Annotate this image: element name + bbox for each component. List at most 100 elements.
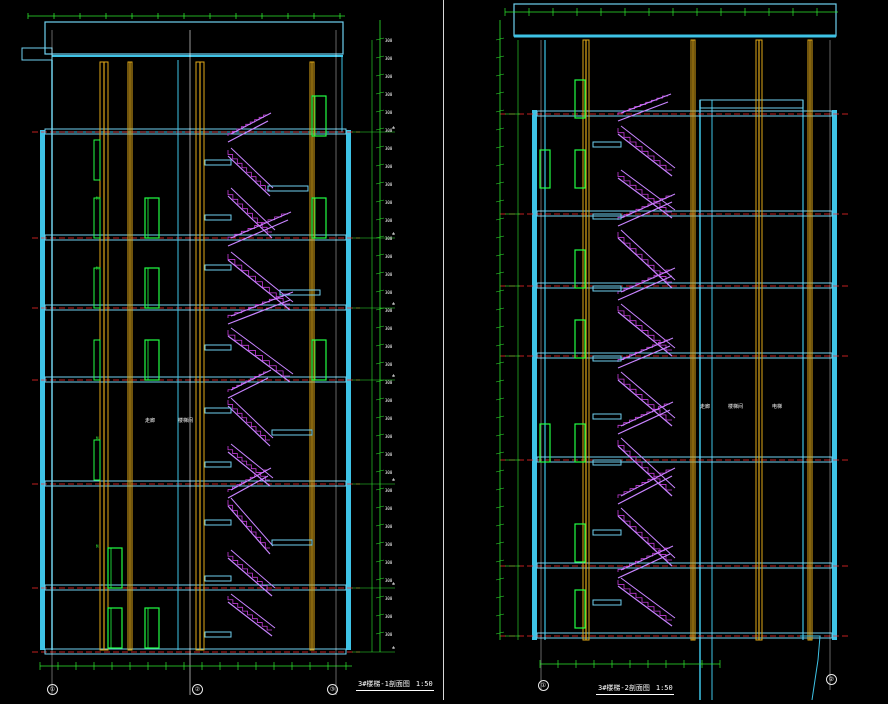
right-stair-flight xyxy=(617,93,672,122)
left-stair-landing xyxy=(204,631,232,638)
stair-steps xyxy=(227,190,272,233)
right-stair-landing xyxy=(592,599,622,606)
stair-steps xyxy=(227,114,268,136)
stair-steps xyxy=(227,150,270,191)
left-dim-tick xyxy=(375,307,385,311)
stair-steps xyxy=(617,580,672,621)
stair-stringer xyxy=(227,505,271,555)
left-dim-text: 300 xyxy=(385,488,393,493)
stair-handrail xyxy=(620,467,676,497)
left-dim-text: 300 xyxy=(385,254,393,259)
left-dim-tick xyxy=(375,397,385,401)
right-axis-bubble-1: ① xyxy=(538,680,549,691)
stair-stringer xyxy=(617,177,673,219)
left-section-scale: 1:50 xyxy=(415,680,433,688)
left-dim-tick xyxy=(375,361,385,365)
stair-steps xyxy=(227,371,268,392)
stair-handrail xyxy=(620,545,674,571)
stair-stringer xyxy=(227,377,269,399)
left-dim-tick xyxy=(375,289,385,293)
stair-stringer xyxy=(227,155,271,197)
left-dim-text: 300 xyxy=(385,236,393,241)
right-outer-wall-1 xyxy=(532,110,537,640)
left-door xyxy=(144,267,160,309)
right-dim-tick xyxy=(495,379,505,383)
right-dim-tick xyxy=(495,271,505,275)
stair-steps xyxy=(617,403,670,428)
stair-handrail xyxy=(230,497,274,547)
stair-handrail xyxy=(230,327,294,375)
stair-steps xyxy=(617,195,672,220)
right-floor-slab xyxy=(536,632,833,639)
left-dim-text: 300 xyxy=(385,578,393,583)
right-dim-tick xyxy=(495,577,505,581)
stair-handrail xyxy=(620,577,676,619)
right-stair-flight xyxy=(617,371,676,427)
right-dim-tick xyxy=(495,217,505,221)
left-dim-text: 300 xyxy=(385,506,393,511)
right-stair-landing xyxy=(592,459,622,466)
left-stair-flight xyxy=(227,112,272,143)
left-dim-text: 300 xyxy=(385,380,393,385)
left-dim-text: 300 xyxy=(385,326,393,331)
stair-steps xyxy=(227,213,288,240)
stair-handrail xyxy=(230,291,294,317)
left-dim-text: 300 xyxy=(385,632,393,637)
left-small-tag: M xyxy=(96,266,99,271)
left-door xyxy=(311,95,327,137)
left-dim-text: 300 xyxy=(385,38,393,43)
stair-handrail xyxy=(230,211,292,239)
left-axis-bubble-3: ③ xyxy=(327,684,338,695)
stair-stringer xyxy=(227,195,273,239)
right-stair-landing xyxy=(592,529,622,536)
right-dim-tick xyxy=(495,235,505,239)
right-stair-flight xyxy=(617,193,676,227)
left-dim-text: 300 xyxy=(385,164,393,169)
left-dim-text: 300 xyxy=(385,110,393,115)
stair-stringer xyxy=(227,475,269,499)
left-outer-wall-2 xyxy=(346,130,351,650)
left-dim-tick xyxy=(375,595,385,599)
left-dim-tick xyxy=(375,145,385,149)
stair-steps xyxy=(227,330,290,377)
left-room-label-corridor: 走廊 xyxy=(145,417,155,424)
left-stair-flight xyxy=(227,497,274,555)
stair-stringer xyxy=(227,601,273,637)
left-dim-tick xyxy=(375,505,385,509)
stair-stringer xyxy=(617,133,673,177)
stair-handrail xyxy=(620,267,676,293)
left-dim-tick xyxy=(375,433,385,437)
right-door xyxy=(574,149,586,189)
right-stair-flight xyxy=(617,577,676,627)
right-door xyxy=(539,149,551,189)
left-dim-text: 300 xyxy=(385,398,393,403)
right-stair-landing xyxy=(592,141,622,148)
right-dim-tick xyxy=(495,541,505,545)
left-room-label-stair: 楼梯间 xyxy=(178,417,193,424)
left-dim-text: 300 xyxy=(385,272,393,277)
right-stair-landing xyxy=(592,285,622,292)
right-dim-tick xyxy=(495,127,505,131)
left-small-tag: M xyxy=(96,436,99,441)
left-stair-landing-right xyxy=(279,289,321,296)
right-dim-tick xyxy=(495,505,505,509)
stair-steps xyxy=(617,128,672,171)
right-stair-flight xyxy=(617,125,676,177)
stair-stringer xyxy=(617,409,671,435)
right-door xyxy=(574,589,586,629)
left-level-text: ± xyxy=(392,231,395,237)
left-dim-tick xyxy=(375,469,385,473)
left-dim-tick xyxy=(375,271,385,275)
left-stair-landing xyxy=(204,575,232,582)
right-dim-tick xyxy=(495,91,505,95)
left-door xyxy=(144,607,160,649)
left-dim-tick xyxy=(375,181,385,185)
right-dim-tick xyxy=(495,307,505,311)
left-title-underline xyxy=(356,690,434,691)
left-dim-text: 300 xyxy=(385,218,393,223)
left-stair-flight xyxy=(227,251,294,311)
stair-steps xyxy=(617,510,672,561)
stair-stringer xyxy=(227,405,271,447)
